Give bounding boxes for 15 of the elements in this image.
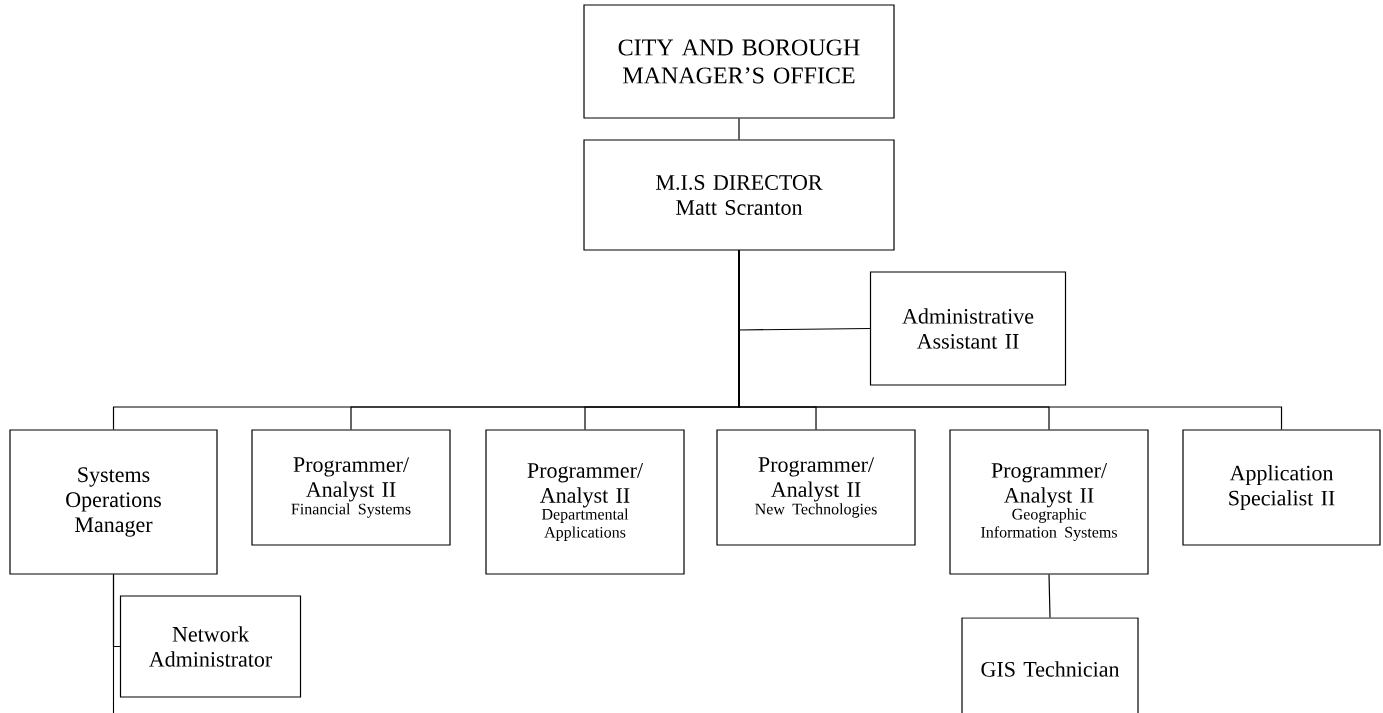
org-box: GIS Technician <box>961 617 1139 713</box>
org-box: Systems Operations Manager <box>9 429 218 575</box>
org-box: Programmer/ Analyst II Financial Systems <box>251 429 451 546</box>
org-box: Programmer/ Analyst II Geographic Information Systems <box>949 429 1149 575</box>
org-box: Programmer/ Analyst II New Technologies <box>716 429 916 546</box>
connector-line <box>1048 574 1051 618</box>
org-box: Administrative Assistant II <box>869 271 1067 386</box>
org-box: Programmer/ Analyst II Departmental Applications <box>485 429 685 575</box>
org-box: M.I.S DIRECTOR Matt Scranton <box>583 139 895 251</box>
org-box: Network Administrator <box>119 595 302 698</box>
org-box: Application Specialist II <box>1182 429 1381 546</box>
connector-line <box>738 118 740 140</box>
org-box: CITY AND BOROUGH MANAGER’S OFFICE <box>583 4 895 119</box>
connector-line <box>738 250 1283 430</box>
connector-line <box>112 574 115 713</box>
